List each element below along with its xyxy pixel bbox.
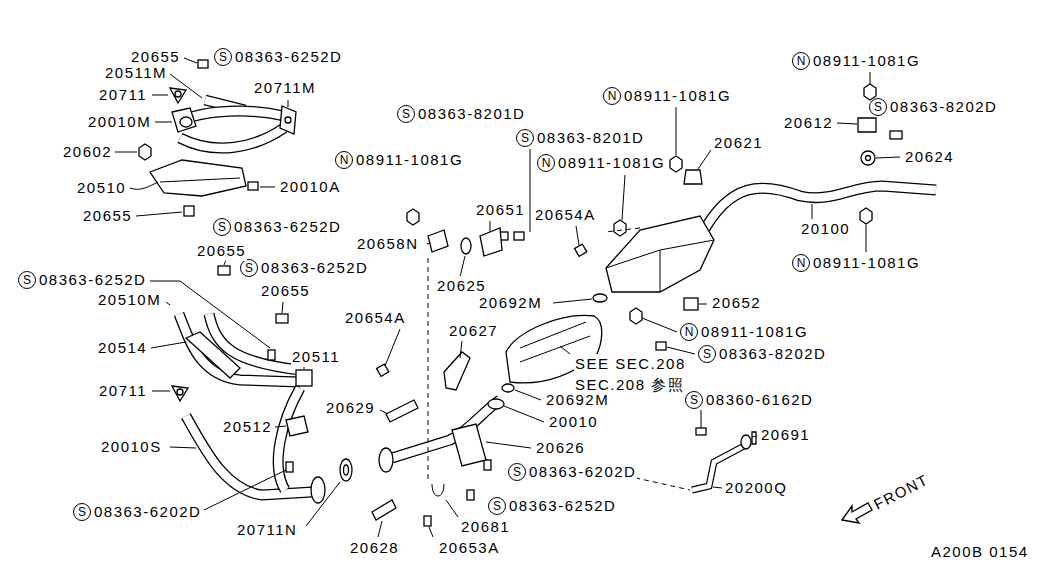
callout-label: 20612	[783, 113, 834, 133]
callout-label: 20655	[196, 241, 247, 261]
part-number: 08363-6252D	[508, 496, 617, 516]
fastener-callout: S08363-6252D	[240, 258, 369, 278]
fastener-callout: S08360-6162D	[685, 390, 814, 410]
part-number: 08363-6252D	[38, 270, 147, 290]
callout-label: 20652	[711, 293, 762, 313]
callout-label: 20511	[291, 347, 341, 367]
standard-part-mark: S	[214, 48, 232, 66]
standard-part-mark: S	[18, 271, 36, 289]
callout-label: 20653A	[438, 538, 501, 558]
standard-part-mark: S	[397, 105, 415, 123]
standard-part-mark: N	[792, 52, 810, 70]
fastener-callout: N08911-1081G	[792, 51, 921, 71]
part-number: 08911-1081G	[355, 150, 464, 170]
callout-label: 20512	[222, 417, 273, 437]
fastener-callout: N08911-1081G	[792, 253, 921, 273]
part-number: 08363-8202D	[718, 344, 827, 364]
fastener-callout: S08363-8202D	[698, 344, 827, 364]
callout-label: 20624	[904, 147, 955, 167]
callout-label: FRONT	[869, 469, 933, 515]
standard-part-mark: S	[516, 129, 534, 147]
part-number: 08363-8201D	[536, 128, 645, 148]
fastener-callout: S08363-8202D	[869, 97, 998, 117]
part-number: 08911-1081G	[623, 86, 732, 106]
standard-part-mark: S	[488, 497, 506, 515]
callout-label: 20511M	[104, 63, 168, 83]
callout-label: 20711M	[253, 78, 317, 98]
fastener-callout: N08911-1081G	[335, 150, 464, 170]
callout-label: 20711N	[236, 520, 298, 540]
callout-label: 20711	[98, 85, 148, 105]
fastener-callout: N08911-1081G	[603, 86, 732, 106]
callout-label: 20654A	[344, 308, 407, 328]
callout-label: 20510	[76, 178, 127, 198]
part-number: 08911-1081G	[812, 51, 921, 71]
callout-label: A200B 0154	[930, 542, 1030, 562]
standard-part-mark: S	[213, 218, 231, 236]
fastener-callout: N08911-1081G	[680, 322, 809, 342]
part-number: 08363-6252D	[233, 217, 342, 237]
callout-label: 20510M	[97, 290, 162, 310]
callout-label: 20654A	[534, 205, 597, 225]
part-number: 08363-8202D	[889, 97, 998, 117]
standard-part-mark: S	[73, 503, 91, 521]
callout-label: 20100	[800, 219, 851, 239]
part-number: 08363-8201D	[417, 104, 526, 124]
callout-label: 20692M	[545, 390, 610, 410]
fastener-callout: S08363-6202D	[508, 462, 637, 482]
callout-label: 20651	[475, 200, 526, 220]
standard-part-mark: S	[698, 345, 716, 363]
fastener-callout: S08363-8201D	[397, 104, 526, 124]
callout-label: 20621	[713, 133, 764, 153]
part-number: 08911-1081G	[700, 322, 809, 342]
fastener-callout: N08911-1081G	[537, 153, 666, 173]
standard-part-mark: S	[508, 463, 526, 481]
standard-part-mark: N	[335, 151, 353, 169]
callout-label: 20010M	[87, 112, 152, 132]
standard-part-mark: N	[792, 254, 810, 272]
callout-label: 20628	[349, 538, 400, 558]
callout-label: 20010S	[100, 437, 163, 457]
callout-label: 20200Q	[724, 478, 788, 498]
callout-label: 20010	[548, 412, 599, 432]
callout-label: 20629	[325, 398, 376, 418]
callout-label: SEE SEC.208	[574, 354, 687, 374]
standard-part-mark: S	[869, 98, 887, 116]
part-number: 08360-6162D	[705, 390, 814, 410]
part-number: 08363-6252D	[234, 47, 343, 67]
callout-label: 20602	[62, 142, 113, 162]
fastener-callout: S08363-6252D	[214, 47, 343, 67]
callout-label: 20681	[460, 517, 511, 537]
standard-part-mark: S	[240, 259, 258, 277]
callout-label: 20658N	[356, 234, 420, 254]
standard-part-mark: N	[680, 323, 698, 341]
part-number: 08363-6202D	[93, 502, 202, 522]
standard-part-mark: N	[603, 87, 621, 105]
callout-label: 20010A	[279, 177, 342, 197]
standard-part-mark: S	[685, 391, 703, 409]
callout-label: 20691	[760, 425, 811, 445]
callout-label: 20655	[260, 281, 311, 301]
part-number: 08363-6202D	[528, 462, 637, 482]
part-number: 08363-6252D	[260, 258, 369, 278]
fastener-callout: S08363-6252D	[18, 270, 147, 290]
fastener-callout: S08363-8201D	[516, 128, 645, 148]
fastener-callout: S08363-6202D	[73, 502, 202, 522]
part-number: 08911-1081G	[557, 153, 666, 173]
callout-label: 20692M	[478, 293, 543, 313]
standard-part-mark: N	[537, 154, 555, 172]
callout-label: 20655	[82, 206, 133, 226]
part-number: 08911-1081G	[812, 253, 921, 273]
fastener-callout: S08363-6252D	[213, 217, 342, 237]
fastener-callout: S08363-6252D	[488, 496, 617, 516]
callout-label: 20626	[535, 438, 586, 458]
callout-label: 20711	[98, 381, 148, 401]
callout-label: 20514	[97, 338, 148, 358]
callout-label: 20627	[448, 321, 499, 341]
